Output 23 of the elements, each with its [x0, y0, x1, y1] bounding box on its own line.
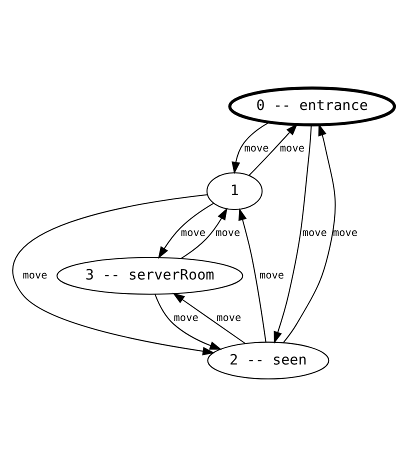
edge-label: move — [180, 228, 206, 240]
arrow — [274, 124, 312, 344]
arrow — [172, 292, 246, 344]
arrow — [13, 194, 215, 356]
node-ellipse: 3 -- serverRoom — [56, 256, 244, 295]
node-ellipse: 0 -- entrance — [228, 86, 396, 126]
edge-label: move — [22, 270, 48, 282]
edge-label: move — [260, 270, 284, 282]
arrow — [180, 208, 228, 259]
edge-label: move — [333, 228, 358, 240]
arrow — [154, 294, 222, 350]
arrow — [238, 208, 266, 342]
edge-label: move — [216, 228, 240, 240]
arrow — [248, 123, 298, 176]
edge-label: move — [244, 143, 269, 154]
arrow — [158, 202, 214, 259]
arrow — [283, 124, 336, 343]
arrow — [232, 122, 270, 174]
edge-label: move — [216, 312, 242, 324]
node-ellipse: 1 — [206, 172, 263, 210]
edge-label: move — [174, 312, 198, 324]
edge-label: move — [302, 228, 327, 240]
edge-label: move — [280, 143, 304, 154]
